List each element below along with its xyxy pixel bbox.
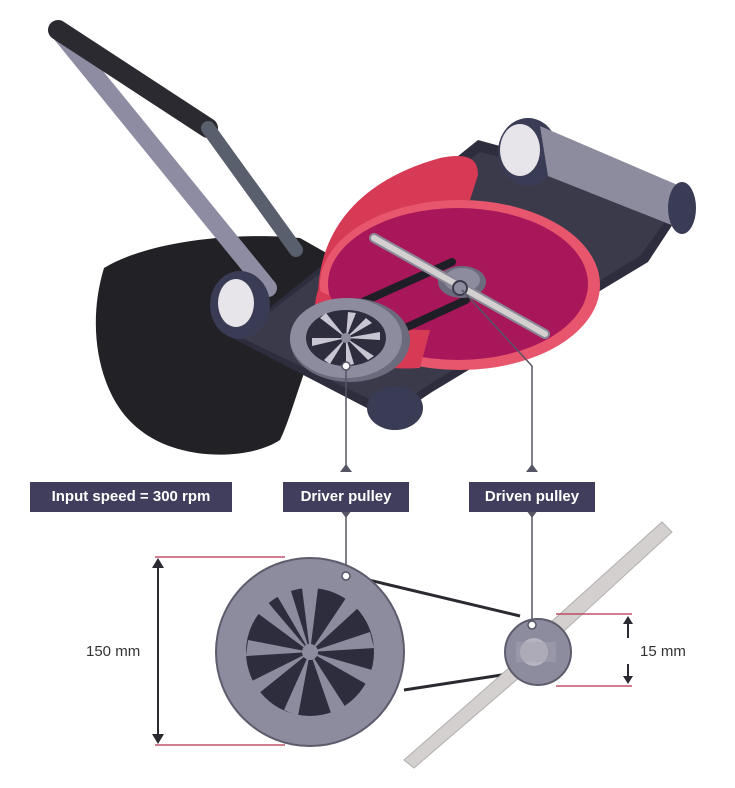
mower-driver-pulley (290, 298, 410, 382)
driver-diameter-label: 150 mm (86, 643, 141, 660)
driven-pulley-label: Driven pulley (469, 482, 595, 512)
driven-dimension (556, 613, 633, 687)
driver-pulley (215, 557, 405, 747)
driven-pulley (504, 618, 572, 686)
mower-handle (48, 20, 303, 297)
leader-lines (345, 289, 533, 625)
mower-driven-pulley (369, 233, 550, 339)
pulley-spokes (246, 588, 374, 716)
driver-dimension (152, 556, 285, 746)
mower-deck (318, 155, 478, 298)
input-speed-label: Input speed = 300 rpm (30, 482, 232, 512)
belt (351, 574, 521, 692)
mower-wheels (210, 118, 696, 430)
driver-pulley-label: Driver pulley (283, 482, 409, 512)
driven-diameter-label: 15 mm (640, 643, 686, 660)
